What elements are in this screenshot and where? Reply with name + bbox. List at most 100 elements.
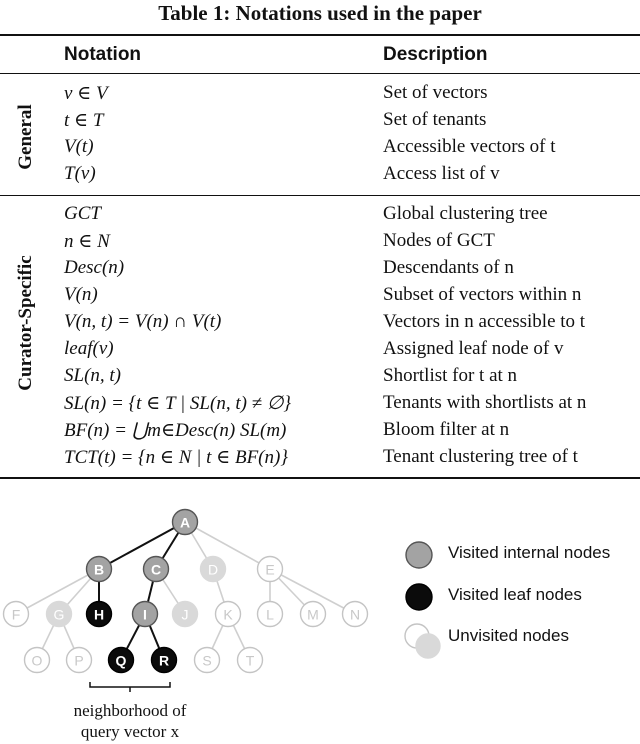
tree-node-T: T (236, 646, 264, 674)
notation-cell: SL(n, t) (64, 365, 121, 386)
tree-node-M: M (299, 600, 327, 628)
tree-node-label: H (94, 607, 104, 623)
tree-node-label: B (94, 562, 104, 578)
notation-cell: T(v) (64, 163, 96, 184)
tree-node-circle (150, 646, 178, 674)
tree-node-circle (199, 555, 227, 583)
tree-node-label: K (223, 607, 233, 623)
table-row: SL(n, t) Shortlist for t at n (0, 365, 640, 391)
notation-cell: GCT (64, 203, 101, 224)
table-top-rule (0, 34, 640, 36)
description-cell: Set of vectors (383, 82, 488, 103)
tree-edge-B-F (15, 568, 100, 615)
notation-cell: V(n, t) = V(n) ∩ V(t) (64, 311, 222, 332)
description-cell: Accessible vectors of t (383, 136, 556, 157)
tree-node-J: J (171, 600, 199, 628)
header-rule (0, 73, 640, 74)
description-cell: Bloom filter at n (383, 419, 510, 440)
tree-node-label: S (202, 653, 211, 669)
notation-cell: BF(n) = ⋃m∈Desc(n) SL(m) (64, 420, 287, 441)
tree-node-D: D (199, 555, 227, 583)
notation-cell: leaf(v) (64, 338, 114, 359)
tree-node-circle (142, 555, 170, 583)
tree-node-circle (171, 600, 199, 628)
description-cell: Descendants of n (383, 257, 514, 278)
tree-node-label: F (12, 607, 21, 623)
table-row: T(v) Access list of v (0, 163, 640, 189)
description-cell: Subset of vectors within n (383, 284, 582, 305)
tree-node-F: F (2, 600, 30, 628)
figure-caption-line1: neighborhood of (73, 701, 187, 720)
tree-node-circle (341, 600, 369, 628)
tree-node-R: R (150, 646, 178, 674)
tree-node-circle (131, 600, 159, 628)
description-cell: Tenant clustering tree of t (383, 446, 578, 467)
legend-markers (404, 541, 441, 659)
tree-node-circle (236, 646, 264, 674)
table-row: V(t) Accessible vectors of t (0, 136, 640, 162)
tree-node-E: E (256, 555, 284, 583)
legend-label-leaf: Visited leaf nodes (448, 585, 582, 604)
tree-node-S: S (193, 646, 221, 674)
tree-node-label: D (208, 562, 218, 578)
tree-node-circle (107, 646, 135, 674)
table-caption: Table 1: Notations used in the paper (158, 1, 482, 25)
legend-marker-leaf (405, 583, 433, 611)
tree-node-label: A (180, 515, 190, 531)
neighborhood-bracket (89, 682, 171, 692)
table-row: SL(n) = {t ∈ T | SL(n, t) ≠ ∅} Tenants w… (0, 392, 640, 418)
table-row: n ∈ N Nodes of GCT (0, 230, 640, 256)
legend-label-unvisited: Unvisited nodes (448, 626, 569, 645)
notation-cell: SL(n) = {t ∈ T | SL(n, t) ≠ ∅} (64, 393, 292, 414)
table-row: leaf(v) Assigned leaf node of v (0, 338, 640, 364)
table-row: V(n) Subset of vectors within n (0, 284, 640, 310)
header-notation: Notation (64, 44, 142, 65)
tree-node-H: H (85, 600, 113, 628)
table-row: v ∈ V Set of vectors (0, 82, 640, 108)
tree-node-I: I (131, 600, 159, 628)
tree-node-label: I (143, 607, 147, 623)
tree-node-C: C (142, 555, 170, 583)
notation-cell: n ∈ N (64, 231, 110, 252)
table-row: GCT Global clustering tree (0, 203, 640, 229)
table-row: TCT(t) = {n ∈ N | t ∈ BF(n)} Tenant clus… (0, 446, 640, 472)
description-cell: Global clustering tree (383, 203, 548, 224)
tree-node-label: R (159, 653, 169, 669)
tree-node-circle (256, 600, 284, 628)
legend-marker-unvisited (415, 633, 441, 659)
tree-edges (15, 521, 356, 661)
notation-cell: t ∈ T (64, 110, 104, 131)
tree-edge-A-E (184, 521, 271, 570)
tree-node-label: E (265, 562, 274, 578)
tree-node-circle (65, 646, 93, 674)
tree-node-label: O (32, 653, 43, 669)
notation-cell: V(n) (64, 284, 98, 305)
tree-node-label: L (266, 607, 274, 623)
tree-node-circle (85, 555, 113, 583)
tree-node-B: B (85, 555, 113, 583)
tree-node-circle (193, 646, 221, 674)
tree-node-G: G (45, 600, 73, 628)
tree-node-A: A (171, 508, 199, 536)
description-cell: Shortlist for t at n (383, 365, 518, 386)
tree-node-label: M (307, 607, 319, 623)
tree-node-label: Q (116, 653, 127, 669)
tree-node-circle (45, 600, 73, 628)
tree-node-P: P (65, 646, 93, 674)
tree-node-label: P (74, 653, 83, 669)
table-row: BF(n) = ⋃m∈Desc(n) SL(m) Bloom filter at… (0, 419, 640, 445)
tree-node-label: J (182, 607, 189, 623)
legend-marker-internal (405, 541, 433, 569)
tree-node-circle (2, 600, 30, 628)
description-cell: Tenants with shortlists at n (383, 392, 587, 413)
notation-cell: v ∈ V (64, 83, 108, 104)
figure-caption-line2: query vector x (80, 722, 180, 741)
tree-node-circle (85, 600, 113, 628)
table-row: V(n, t) = V(n) ∩ V(t) Vectors in n acces… (0, 311, 640, 337)
tree-node-circle (171, 508, 199, 536)
description-cell: Set of tenants (383, 109, 487, 130)
tree-node-O: O (23, 646, 51, 674)
legend-label-internal: Visited internal nodes (448, 543, 611, 562)
